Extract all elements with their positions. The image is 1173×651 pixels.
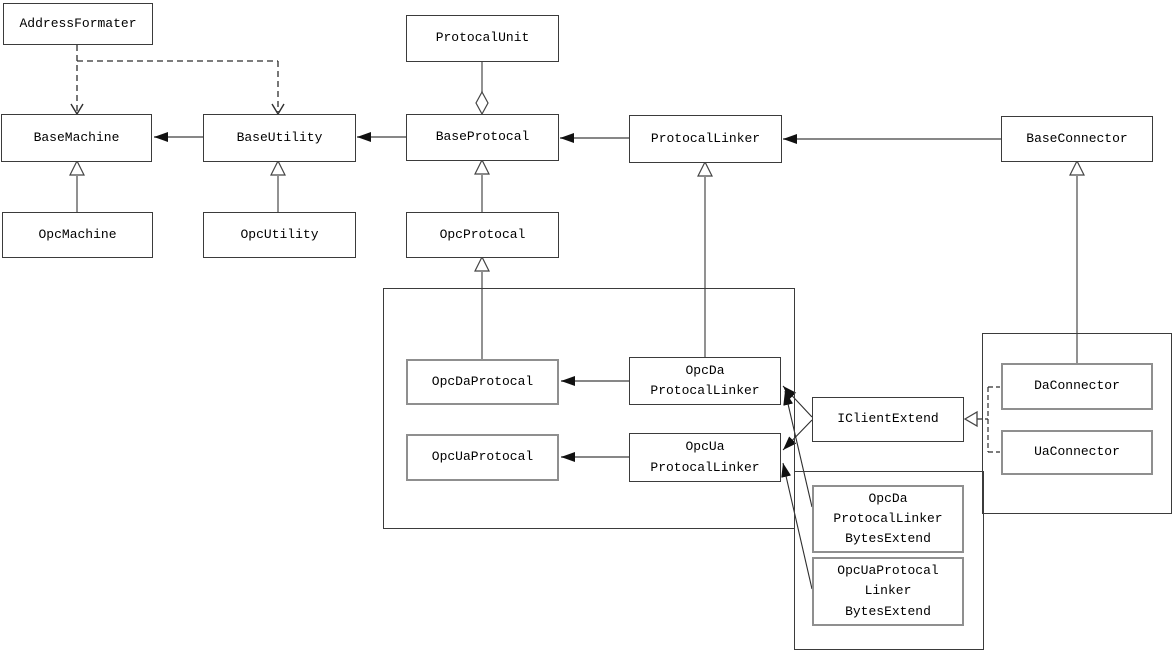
class-box-address-formater: AddressFormater <box>3 3 153 45</box>
class-box-da-connector: DaConnector <box>1001 363 1153 410</box>
class-label-opc-da-protocal: OpcDaProtocal <box>431 373 534 389</box>
class-label-ua-connector: UaConnector <box>1034 444 1120 460</box>
class-box-opc-ua-protocal-linker: OpcUa ProtocalLinker <box>629 433 781 482</box>
edge-opcdalinker-generalizes-protocallinker <box>697 160 713 357</box>
hollow-triangle-icon <box>270 159 286 176</box>
class-label-protocal-unit: ProtocalUnit <box>435 30 530 46</box>
hollow-triangle-icon <box>69 159 85 176</box>
group-box-bytes-extend <box>794 471 984 650</box>
class-box-opc-ua-protocal-linker-bytes-extend: OpcUaProtocal Linker BytesExtend <box>812 557 964 626</box>
class-label-opc-ua-protocal-linker-bytes-extend: OpcUaProtocal Linker BytesExtend <box>837 563 939 619</box>
edge-opcuabytesextend-to-opcualinker <box>781 462 813 590</box>
class-box-opc-utility: OpcUtility <box>203 212 356 258</box>
hollow-triangle-icon <box>474 255 490 272</box>
class-label-protocal-linker: ProtocalLinker <box>650 130 761 146</box>
edge-opcdaprotocal-generalizes-opcprotocal <box>474 255 490 359</box>
edge-iclientextend-to-opcualinker <box>782 419 813 451</box>
class-label-opc-da-protocal-linker-bytes-extend: OpcDa ProtocalLinker BytesExtend <box>833 490 943 547</box>
edge-protocalunit-aggregation-baseprotocal <box>475 62 489 116</box>
class-label-opc-ua-protocal-linker: OpcUa ProtocalLinker <box>650 439 760 475</box>
edge-addressformater-dependency-basemachine <box>70 45 84 116</box>
class-box-opc-machine: OpcMachine <box>2 212 153 258</box>
class-box-base-connector: BaseConnector <box>1001 116 1153 162</box>
edge-addressformater-dependency-baseutility <box>77 60 285 116</box>
class-box-base-machine: BaseMachine <box>1 114 152 162</box>
class-box-base-protocal: BaseProtocal <box>406 114 559 161</box>
class-label-opc-ua-protocal: OpcUaProtocal <box>431 449 534 465</box>
class-label-opc-da-protocal-linker: OpcDa ProtocalLinker <box>650 362 760 398</box>
edge-opcprotocal-generalizes-baseprotocal <box>474 158 490 212</box>
class-box-opc-da-protocal: OpcDaProtocal <box>406 359 559 405</box>
edge-daconnector-generalizes-baseconnector <box>1069 159 1085 363</box>
class-label-address-formater: AddressFormater <box>19 15 137 31</box>
hollow-triangle-left-icon <box>963 410 978 428</box>
class-box-i-client-extend: IClientExtend <box>812 397 964 442</box>
class-box-ua-connector: UaConnector <box>1001 430 1153 475</box>
class-label-opc-utility: OpcUtility <box>240 226 319 242</box>
class-label-da-connector: DaConnector <box>1034 378 1120 394</box>
edge-opcutility-generalizes-baseutility <box>270 159 286 212</box>
group-box-connectors <box>982 333 1172 514</box>
hollow-triangle-icon <box>474 158 490 175</box>
class-label-base-utility: BaseUtility <box>236 129 323 145</box>
edge-connectors-realize-iclientextend <box>963 386 1000 453</box>
edge-opcmachine-generalizes-basemachine <box>69 159 85 212</box>
class-label-base-machine: BaseMachine <box>33 129 120 145</box>
class-box-protocal-unit: ProtocalUnit <box>406 15 559 62</box>
class-box-protocal-linker: ProtocalLinker <box>629 115 782 163</box>
group-box-opc-protocol-layer <box>383 288 795 529</box>
class-box-opc-ua-protocal: OpcUaProtocal <box>406 434 559 481</box>
class-box-opc-da-protocal-linker-bytes-extend: OpcDa ProtocalLinker BytesExtend <box>812 485 964 553</box>
hollow-diamond-icon <box>475 90 489 116</box>
class-label-i-client-extend: IClientExtend <box>837 411 939 427</box>
hollow-triangle-icon <box>697 160 713 177</box>
class-label-base-connector: BaseConnector <box>1026 130 1128 146</box>
class-box-opc-da-protocal-linker: OpcDa ProtocalLinker <box>629 357 781 405</box>
class-label-opc-machine: OpcMachine <box>38 226 117 242</box>
class-label-base-protocal: BaseProtocal <box>435 129 530 145</box>
hollow-triangle-icon <box>1069 159 1085 176</box>
edge-opcdabytesextend-to-opcdalinker <box>783 390 813 508</box>
class-box-opc-protocal: OpcProtocal <box>406 212 559 258</box>
class-box-base-utility: BaseUtility <box>203 114 356 162</box>
class-label-opc-protocal: OpcProtocal <box>439 226 526 242</box>
